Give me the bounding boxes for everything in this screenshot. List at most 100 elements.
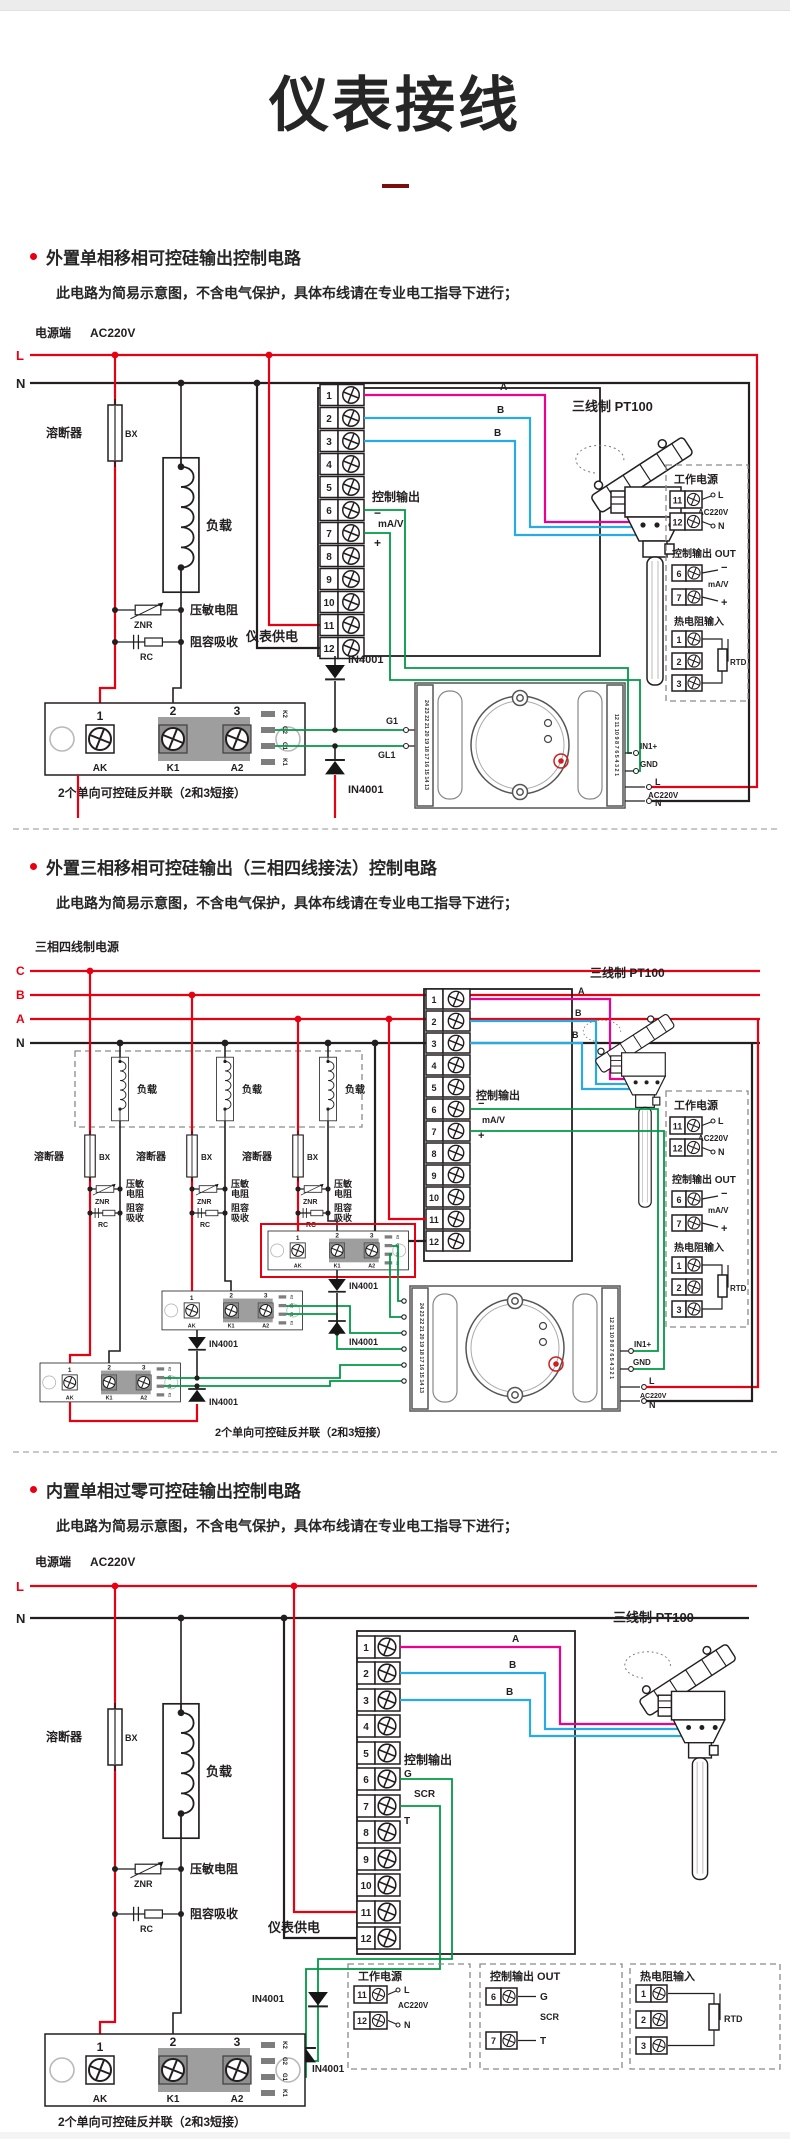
- svg-text:11: 11: [361, 1908, 372, 1919]
- pt100-label: 三线制 PT100: [590, 965, 665, 980]
- svg-text:4: 4: [431, 1061, 436, 1071]
- fuse-code: BX: [125, 429, 138, 439]
- diode1-label: IN4001: [348, 654, 383, 666]
- section-divider: [13, 828, 777, 830]
- line-n-label: N: [16, 1611, 25, 1626]
- svg-text:1: 1: [431, 995, 436, 1005]
- svg-text:工作电源: 工作电源: [358, 1969, 402, 1983]
- section1-subtitle: 此电路为简易示意图，不含电气保护，具体布线请在专业电工指导下进行；: [56, 285, 518, 301]
- branch-labels: 压敏电阻 ZNR 阻容吸收 RC 压敏电阻 ZNR 阻容吸收 RC 压敏电阻 Z…: [95, 1178, 353, 1229]
- svg-text:压敏: 压敏: [126, 1178, 145, 1189]
- section1-header: 外置单相移相可控硅输出控制电路: [30, 244, 790, 269]
- svg-text:10: 10: [429, 1193, 439, 1203]
- board-in1-label: IN1+: [634, 1340, 651, 1349]
- svg-text:ZNR: ZNR: [197, 1199, 211, 1206]
- load-label: 负载: [345, 1083, 365, 1096]
- svg-text:11: 11: [357, 1990, 367, 2000]
- diagram-zero-crossing: 电源端 AC220V L N 溶断器 BX 负载 压敏电阻 ZNR 阻容吸收 R…: [16, 1554, 781, 2129]
- terminal-1: 1: [326, 391, 332, 402]
- board-ac-label: AC220V: [640, 1393, 667, 1400]
- wire-b1-label: B: [509, 1660, 516, 1671]
- ctrl-output-label: 控制输出: [372, 489, 420, 504]
- board-in1-label: IN1+: [640, 742, 657, 751]
- terminal-strip: 1 2 3 4 5 6 7 8 9 10 11 12: [425, 988, 471, 1252]
- meter-supply-label: 仪表供电: [267, 1920, 320, 1935]
- wire-b2-label: B: [494, 428, 501, 439]
- svg-text:RC: RC: [200, 1222, 210, 1229]
- svg-text:热电阻输入: 热电阻输入: [640, 1969, 695, 1983]
- wire-b1-label: B: [497, 405, 504, 416]
- instrument-outline: [356, 1630, 576, 1955]
- t-label: T: [404, 1816, 410, 1827]
- svg-text:9: 9: [431, 1171, 436, 1181]
- svg-text:6: 6: [491, 1992, 496, 2002]
- svg-text:T: T: [540, 2036, 546, 2047]
- section1-heading: 外置单相移相可控硅输出控制电路: [46, 249, 301, 268]
- load-label: 负载: [137, 1083, 157, 1096]
- fuse-code: BX: [99, 1153, 111, 1162]
- section2-subtitle: 此电路为简易示意图，不含电气保护，具体布线请在专业电工指导下进行；: [56, 895, 518, 911]
- fuse-code: BX: [125, 1733, 138, 1743]
- section-divider: [13, 1451, 777, 1453]
- diode-label: IN4001: [349, 1337, 378, 1347]
- module-caption: 2个单向可控硅反并联（2和3短接）: [58, 785, 246, 800]
- terminal-12: 12: [323, 644, 335, 655]
- varistor-label: 压敏电阻: [190, 602, 238, 617]
- bullet-icon: [30, 1486, 37, 1493]
- svg-text:吸收: 吸收: [334, 1212, 352, 1223]
- svg-text:电阻: 电阻: [231, 1188, 249, 1199]
- svg-text:1: 1: [363, 1643, 369, 1654]
- line-c-label: C: [16, 964, 25, 978]
- svg-text:阻容: 阻容: [126, 1202, 144, 1213]
- terminal-6: 6: [326, 506, 332, 517]
- load-label: 负载: [242, 1083, 262, 1096]
- svg-text:3: 3: [431, 1039, 436, 1049]
- meter-supply-label: 仪表供电: [245, 629, 298, 644]
- terminal-9: 9: [326, 575, 332, 586]
- snubber-label: 阻容吸收: [190, 1906, 238, 1921]
- svg-text:G: G: [540, 1992, 548, 2003]
- board-gnd-label: GND: [633, 1358, 651, 1367]
- snubber-code: RC: [140, 652, 153, 662]
- diode1-label: IN4001: [252, 1994, 285, 2005]
- svg-text:3: 3: [641, 2041, 646, 2051]
- section2-heading: 外置三相移相可控硅输出（三相四线接法）控制电路: [46, 859, 437, 878]
- terminal-4: 4: [326, 460, 332, 471]
- svg-text:L: L: [404, 1985, 410, 1995]
- svg-text:RTD: RTD: [724, 2014, 743, 2024]
- snubber-code: RC: [140, 1924, 153, 1934]
- top-bar: [0, 0, 790, 11]
- scr-label: SCR: [414, 1789, 436, 1800]
- legend-power-box: 工作电源 11 L AC220V 12 N: [347, 1963, 471, 2070]
- terminal-5: 5: [326, 483, 332, 494]
- svg-text:9: 9: [363, 1855, 369, 1866]
- svg-text:12: 12: [360, 1934, 372, 1945]
- varistor-label: 压敏电阻: [190, 1861, 238, 1876]
- legend-out-box: 控制输出 OUT 6 G SCR 7 T: [479, 1963, 623, 2070]
- svg-text:阻容: 阻容: [334, 1202, 352, 1213]
- svg-text:N: N: [404, 2020, 411, 2030]
- section3-header: 内置单相过零可控硅输出控制电路: [30, 1477, 790, 1502]
- minus-label: −: [478, 1098, 484, 1110]
- wire-b1-label: B: [575, 1008, 582, 1018]
- svg-text:阻容: 阻容: [231, 1202, 249, 1213]
- diode-label: IN4001: [209, 1339, 238, 1349]
- svg-text:压敏: 压敏: [334, 1178, 353, 1189]
- load-group-box: [74, 1050, 363, 1128]
- line-l-label: L: [16, 348, 24, 363]
- power-side-label: 电源端: [35, 1554, 71, 1569]
- line-l-label: L: [16, 1579, 24, 1594]
- svg-text:8: 8: [363, 1828, 369, 1839]
- board-gl1-label: GL1: [378, 750, 396, 760]
- terminal-2: 2: [326, 414, 332, 425]
- svg-text:10: 10: [360, 1881, 372, 1892]
- title-accent-dash: [381, 184, 409, 188]
- svg-text:ZNR: ZNR: [95, 1199, 109, 1206]
- svg-text:4: 4: [363, 1722, 369, 1733]
- load-label: 负载: [206, 1764, 232, 1779]
- line-b-label: B: [16, 988, 25, 1002]
- terminal-3: 3: [326, 437, 332, 448]
- svg-text:吸收: 吸收: [126, 1212, 144, 1223]
- svg-text:8: 8: [431, 1149, 436, 1159]
- branch-junctions: [87, 1186, 331, 1216]
